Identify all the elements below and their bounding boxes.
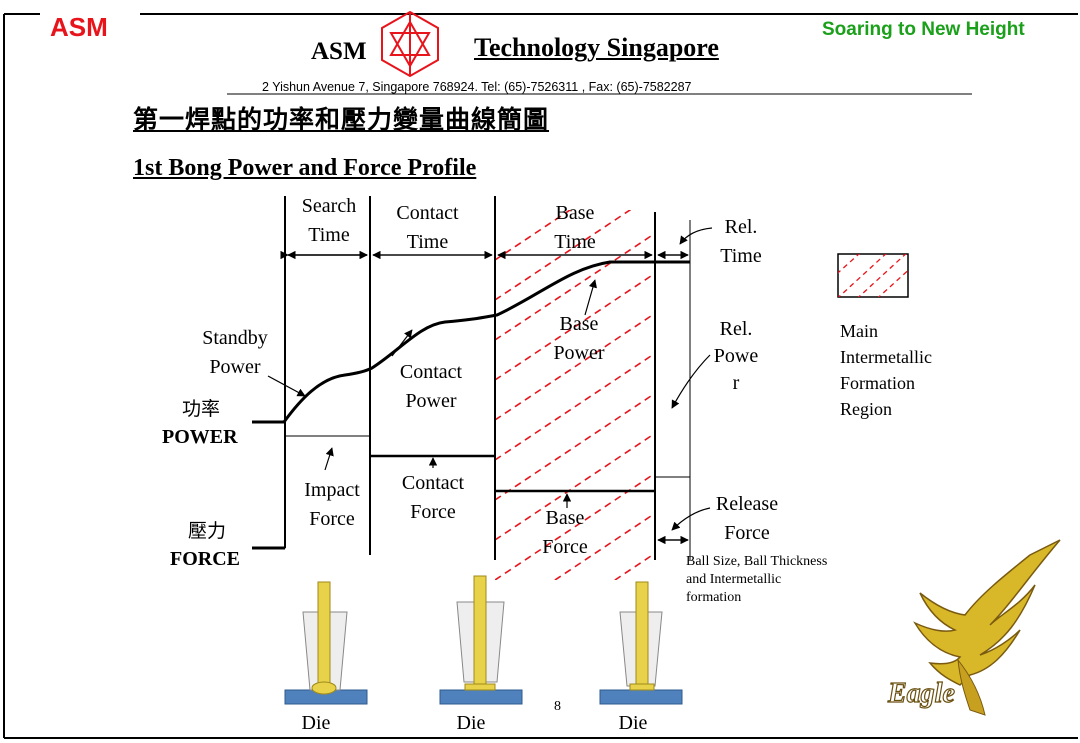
contact-power-line2: Power — [405, 390, 457, 412]
capillary-1 — [284, 581, 368, 705]
contact-force-label: Contact Force — [386, 469, 480, 527]
contact-force-line1: Contact — [401, 472, 465, 494]
impact-force-line1: Impact — [304, 479, 360, 501]
base-time-label: Base Time — [535, 199, 615, 257]
slogan: Soaring to New Height — [822, 19, 1025, 40]
note-line2: and Intermetallic — [686, 572, 782, 588]
capillary-3 — [599, 581, 683, 705]
note-line3: formation — [686, 590, 742, 606]
company-name: Technology Singapore — [474, 33, 719, 62]
base-force-line1: Base — [545, 507, 585, 529]
rel-power-line2: Powe — [713, 345, 759, 367]
eagle-logo-text: Eagle — [887, 678, 955, 709]
legend-line2: Intermetallic — [840, 347, 932, 368]
power-zh-label: 功率 — [182, 398, 221, 420]
base-time-line1: Base — [555, 202, 595, 224]
release-force-line1: Release — [715, 493, 779, 515]
impact-force-label: Impact Force — [292, 476, 372, 534]
search-time-line1: Search — [301, 195, 357, 217]
title-chinese: 第一焊點的功率和壓力變量曲線簡圖 — [133, 105, 550, 134]
search-time-line2: Time — [308, 224, 350, 246]
standby-power-line2: Power — [209, 356, 261, 378]
standby-power-label: Standby Power — [188, 324, 282, 382]
contact-time-line2: Time — [406, 231, 449, 253]
force-zh-label: 壓力 — [188, 520, 227, 542]
power-en-label: POWER — [162, 426, 238, 448]
rel-power-label: Rel. Powe r — [704, 316, 768, 397]
base-power-line1: Base — [559, 313, 599, 335]
rel-time-line1: Rel. — [724, 216, 758, 238]
contact-time-line1: Contact — [396, 202, 459, 224]
rel-power-line1: Rel. — [719, 318, 753, 340]
legend-line3: Formation — [840, 373, 915, 394]
contact-time-label: Contact Time — [380, 199, 475, 257]
legend-swatch — [837, 253, 909, 298]
rel-time-line2: Time — [720, 245, 762, 267]
capillary-2 — [439, 575, 523, 705]
base-force-label: Base Force — [528, 504, 602, 562]
page-number: 8 — [554, 699, 561, 714]
legend-label: Main Intermetallic Formation Region — [840, 318, 932, 422]
ball-size-note: Ball Size, Ball Thickness and Intermetal… — [686, 553, 827, 608]
base-force-line2: Force — [542, 536, 588, 558]
intermetallic-hatch-region — [495, 210, 655, 580]
standby-power-line1: Standby — [202, 327, 268, 349]
title-english: 1st Bong Power and Force Profile — [133, 155, 477, 181]
rel-time-label: Rel. Time — [710, 213, 772, 271]
release-force-label: Release Force — [704, 490, 790, 548]
note-line1: Ball Size, Ball Thickness — [686, 554, 828, 569]
base-power-label: Base Power — [540, 310, 618, 368]
company-address: 2 Yishun Avenue 7, Singapore 768924. Tel… — [262, 80, 692, 94]
contact-power-label: Contact Power — [384, 358, 478, 416]
rel-power-line3: r — [732, 372, 740, 394]
force-en-label: FORCE — [170, 548, 240, 570]
contact-force-line2: Force — [410, 501, 456, 523]
die-label-3: Die — [618, 712, 648, 734]
base-time-line2: Time — [554, 231, 596, 253]
search-time-label: Search Time — [292, 192, 366, 250]
legend-line1: Main — [840, 321, 878, 341]
company-asm: ASM — [311, 38, 367, 65]
impact-force-line2: Force — [309, 508, 355, 530]
contact-power-line1: Contact — [399, 361, 463, 383]
die-label-1: Die — [301, 712, 331, 734]
power-curve — [252, 260, 690, 424]
release-force-line2: Force — [724, 522, 770, 544]
die-label-2: Die — [456, 712, 486, 734]
base-power-line2: Power — [553, 342, 605, 364]
brand-logo-text: ASM — [50, 12, 108, 42]
legend-line4: Region — [840, 399, 892, 420]
